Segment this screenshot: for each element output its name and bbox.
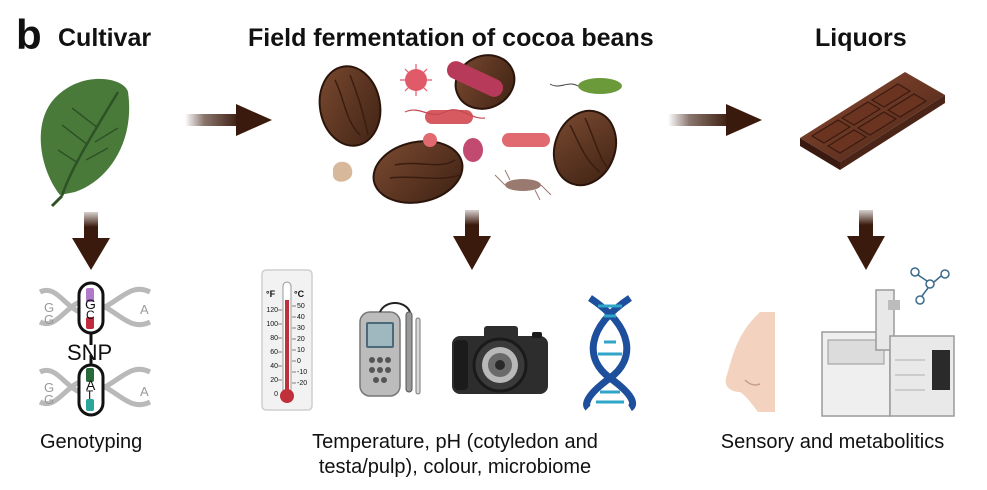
thermometer-icon bbox=[261, 269, 313, 411]
snp-dna-icon bbox=[38, 281, 152, 417]
camera-icon bbox=[452, 326, 548, 394]
snp-top-allele: G bbox=[85, 296, 96, 312]
snp-bottom-allele: A bbox=[86, 377, 96, 393]
thermometer-f-tick: 100 bbox=[266, 321, 278, 328]
thermometer-f-tick: 20 bbox=[270, 377, 278, 384]
thermometer-c-scale: 50 40 30 20 10 0 -10 -20 bbox=[297, 301, 313, 389]
thermometer-c-tick: 20 bbox=[297, 336, 305, 343]
arrow-right-1 bbox=[185, 104, 272, 136]
cocoa-beans-icon bbox=[318, 54, 618, 204]
caption-sensory: Sensory and metabolitics bbox=[720, 431, 945, 453]
dna-helix-icon bbox=[583, 295, 636, 411]
nose-icon bbox=[725, 312, 775, 412]
arrow-right-2 bbox=[668, 104, 762, 136]
snp-top-right-base: A bbox=[140, 302, 149, 317]
arrow-down-3 bbox=[847, 210, 885, 270]
snp-bottom-left-base: G bbox=[44, 380, 55, 395]
thermometer-f-tick: 60 bbox=[270, 349, 278, 356]
thermometer-f-tick: 40 bbox=[270, 363, 278, 370]
title-fermentation: Field fermentation of cocoa beans bbox=[248, 24, 654, 52]
caption-measurements-line1: Temperature, pH (cotyledon and bbox=[312, 431, 598, 453]
title-cultivar: Cultivar bbox=[58, 24, 152, 52]
ph-meter-icon bbox=[359, 302, 421, 397]
chocolate-bar-icon bbox=[800, 72, 945, 170]
thermometer-c-tick: 0 bbox=[297, 358, 301, 365]
snp-label: SNP bbox=[67, 340, 113, 365]
caption-measurements: Temperature, pH (cotyledon and testa/pul… bbox=[290, 430, 620, 480]
thermometer-c-tick: 50 bbox=[297, 303, 305, 310]
title-liquors: Liquors bbox=[815, 24, 907, 52]
thermometer-c-tick: 10 bbox=[297, 347, 305, 354]
panel-letter: b bbox=[16, 11, 42, 58]
arrow-down-1 bbox=[72, 212, 110, 270]
snp-bottom-pair: T bbox=[86, 388, 94, 402]
thermometer-unit-f: °F bbox=[266, 289, 276, 299]
caption-genotyping: Genotyping bbox=[40, 431, 143, 453]
caption-measurements-line2: testa/pulp), colour, microbiome bbox=[318, 456, 592, 478]
snp-top-left-base: G bbox=[44, 300, 55, 315]
microbes-icon bbox=[333, 61, 622, 201]
thermometer-f-scale: 120 100 80 60 40 20 0 bbox=[264, 304, 278, 402]
gcms-instrument-icon bbox=[821, 267, 955, 417]
thermometer-f-tick: 80 bbox=[270, 335, 278, 342]
snp-bottom-right-base: A bbox=[140, 384, 149, 399]
snp-top-pair: C bbox=[86, 308, 95, 322]
snp-top-left-base2: G bbox=[44, 312, 55, 327]
snp-bottom-left-base2: G bbox=[44, 392, 55, 407]
thermometer-c-tick: -20 bbox=[297, 380, 308, 387]
thermometer-c-tick: 30 bbox=[297, 325, 305, 332]
thermometer-c-tick: -10 bbox=[297, 369, 308, 376]
thermometer-c-tick: 40 bbox=[297, 314, 305, 321]
arrow-down-2 bbox=[453, 210, 491, 270]
leaf-icon bbox=[40, 78, 130, 208]
thermometer-f-tick: 0 bbox=[274, 391, 278, 398]
thermometer-f-tick: 120 bbox=[266, 307, 278, 314]
thermometer-unit-c: °C bbox=[294, 289, 305, 299]
